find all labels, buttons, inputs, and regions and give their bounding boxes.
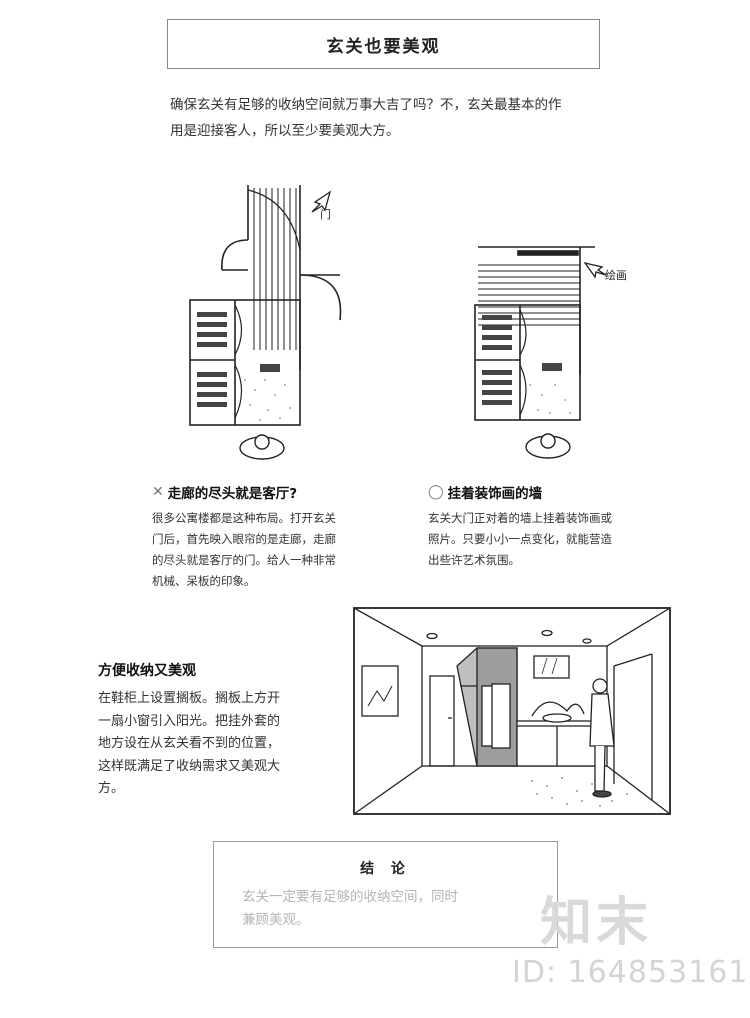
intro-line: 确保玄关有足够的收纳空间就万事大吉了吗？不，玄关最基本的作 bbox=[170, 97, 562, 113]
floor-plan-corridor: 门 bbox=[189, 185, 342, 460]
person-icon bbox=[239, 434, 285, 460]
corridor-floor bbox=[253, 188, 297, 350]
painting-label: 绘画 bbox=[605, 268, 627, 282]
conclusion-title: 结 论 bbox=[360, 861, 411, 877]
conclusion-box: 结 论 玄关一定要有足够的收纳空间，同时 兼顾美观。 bbox=[213, 841, 558, 948]
caption-line: 的尽头就是客厅的门。给人一种非常 bbox=[152, 553, 336, 567]
person-figure bbox=[589, 678, 615, 798]
storage-line: 这样既满足了收纳需求又美观大 bbox=[98, 758, 281, 774]
caption-painting-wall: ◯ 挂着装饰画的墙 玄关大门正对着的墙上挂着装饰画或 照片。只要小小一点变化，就… bbox=[428, 482, 658, 571]
caption-line: 照片。只要小小一点变化，就能营造 bbox=[428, 532, 612, 546]
conclusion-line: 兼顾美观。 bbox=[242, 912, 310, 928]
caption-line: 出些许艺术氛围。 bbox=[428, 553, 520, 567]
caption-corridor: ✕ 走廊的尽头就是客厅? 很多公寓楼都是这种布局。打开玄关 门后，首先映入眼帘的… bbox=[152, 482, 382, 592]
caption-line: 很多公寓楼都是这种布局。打开玄关 bbox=[152, 511, 336, 525]
watermark-id: ID: 164853161 bbox=[512, 955, 749, 990]
intro-paragraph: 确保玄关有足够的收纳空间就万事大吉了吗？不，玄关最基本的作 用是迎接客人，所以至… bbox=[170, 92, 620, 144]
caption-body: 玄关大门正对着的墙上挂着装饰画或 照片。只要小小一点变化，就能营造 出些许艺术氛… bbox=[428, 508, 658, 571]
arrow-icon bbox=[583, 261, 607, 279]
conclusion-line: 玄关一定要有足够的收纳空间，同时 bbox=[242, 889, 458, 905]
arrow-icon bbox=[311, 190, 332, 213]
storage-line: 方。 bbox=[98, 781, 125, 796]
door-label: 门 bbox=[320, 207, 331, 221]
conclusion-body: 玄关一定要有足够的收纳空间，同时 兼顾美观。 bbox=[242, 886, 542, 932]
caption-body: 很多公寓楼都是这种布局。打开玄关 门后，首先映入眼帘的是走廊，走廊 的尽头就是客… bbox=[152, 508, 382, 592]
watermark-brand: 知末 bbox=[540, 893, 653, 953]
storage-body: 在鞋柜上设置搁板。搁板上方开 一扇小窗引入阳光。把挂外套的 地方设在从玄关看不到… bbox=[98, 688, 343, 801]
storage-line: 一扇小窗引入阳光。把挂外套的 bbox=[98, 713, 281, 729]
entrance-illustration bbox=[353, 607, 671, 815]
floor-plan-painting-wall: 绘画 bbox=[474, 246, 627, 459]
intro-line: 用是迎接客人，所以至少要美观大方。 bbox=[170, 123, 400, 139]
circle-icon: ◯ bbox=[428, 484, 444, 500]
caption-line: 门后，首先映入眼帘的是走廊，走廊 bbox=[152, 532, 336, 546]
caption-title: ✕ 走廊的尽头就是客厅? bbox=[152, 482, 382, 502]
storage-line: 地方设在从玄关看不到的位置， bbox=[98, 736, 281, 751]
caption-title-text: 走廊的尽头就是客厅? bbox=[167, 486, 298, 502]
painting-icon bbox=[517, 250, 579, 256]
storage-title: 方便收纳又美观 bbox=[98, 663, 196, 679]
caption-title-text: 挂着装饰画的墙 bbox=[447, 486, 543, 502]
caption-line: 玄关大门正对着的墙上挂着装饰画或 bbox=[428, 511, 612, 525]
storage-line: 在鞋柜上设置搁板。搁板上方开 bbox=[98, 691, 281, 706]
person-icon bbox=[525, 433, 571, 459]
caption-line: 机械、呆板的印象。 bbox=[152, 574, 256, 588]
page-title: 玄关也要美观 bbox=[167, 19, 600, 69]
cross-icon: ✕ bbox=[152, 484, 164, 500]
wall-picture bbox=[361, 665, 399, 717]
caption-title: ◯ 挂着装饰画的墙 bbox=[428, 482, 658, 502]
